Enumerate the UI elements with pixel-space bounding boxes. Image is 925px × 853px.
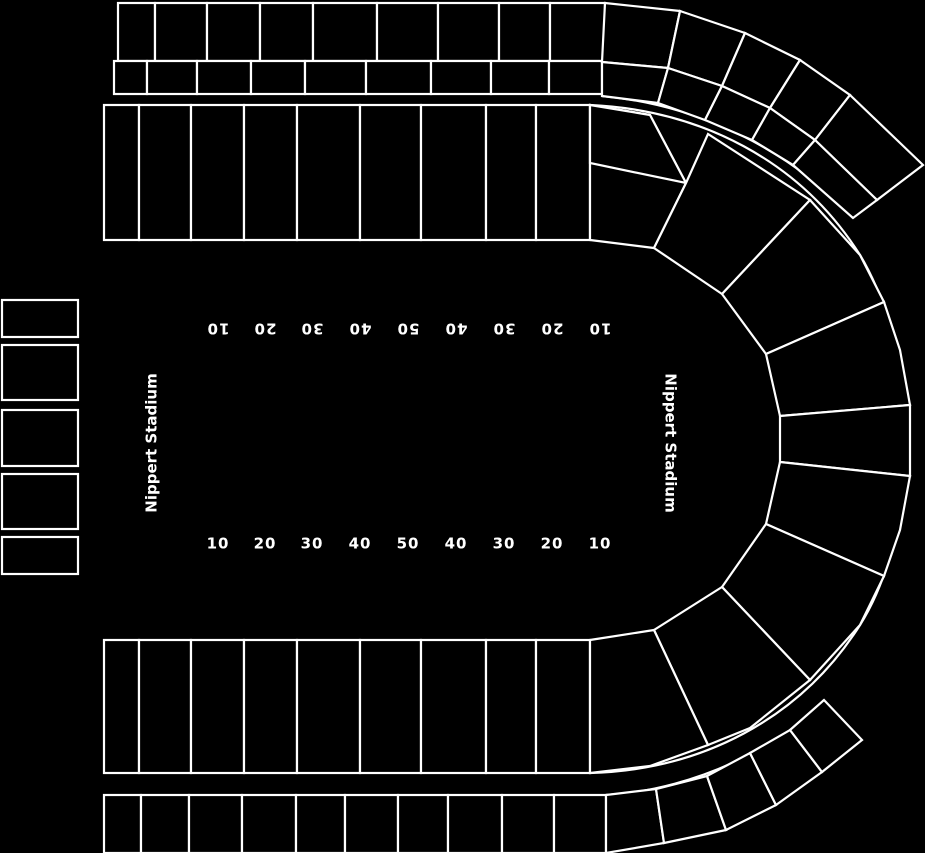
yard-marker-bottom: 40 [445, 535, 468, 553]
section-southeast-outer[interactable] [604, 787, 666, 853]
section-north-lower[interactable] [249, 59, 307, 96]
section-north-main[interactable] [137, 103, 193, 242]
yard-marker-bottom: 20 [541, 535, 564, 553]
north-sections [102, 1, 607, 242]
section-east-bowl[interactable] [764, 460, 912, 578]
section-north-lower[interactable] [489, 59, 551, 96]
section-north-main[interactable] [102, 103, 141, 242]
section-west-box[interactable] [0, 472, 80, 531]
section-north-lower[interactable] [145, 59, 199, 96]
west-sections [0, 298, 80, 576]
stadium-name-label-right: Nippert Stadium [662, 373, 680, 512]
section-south-lower[interactable] [343, 793, 400, 853]
section-west-box[interactable] [0, 343, 80, 402]
section-south-lower[interactable] [500, 793, 556, 853]
section-west-box[interactable] [0, 535, 80, 576]
section-south-main[interactable] [189, 638, 246, 775]
section-east-bowl[interactable] [720, 198, 886, 356]
section-south-lower[interactable] [294, 793, 347, 853]
section-east-bowl[interactable] [764, 300, 912, 418]
section-north-upper[interactable] [497, 1, 552, 63]
yard-marker-bottom: 40 [349, 535, 372, 553]
south-sections [102, 638, 608, 853]
section-north-main[interactable] [358, 103, 423, 242]
section-north-main[interactable] [534, 103, 592, 242]
section-north-lower[interactable] [195, 59, 253, 96]
section-southeast-outer[interactable] [788, 698, 864, 774]
section-south-main[interactable] [137, 638, 193, 775]
yard-marker-top: 20 [254, 320, 277, 338]
yard-marker-bottom: 20 [254, 535, 277, 553]
section-west-box[interactable] [0, 298, 80, 339]
section-northeast-lower[interactable] [600, 60, 670, 105]
section-south-main[interactable] [534, 638, 592, 775]
section-north-upper[interactable] [258, 1, 315, 63]
section-north-main[interactable] [484, 103, 538, 242]
section-north-upper[interactable] [116, 1, 157, 63]
section-south-main[interactable] [484, 638, 538, 775]
yard-marker-bottom: 50 [397, 535, 420, 553]
yard-marker-top: 50 [397, 320, 420, 338]
section-north-lower[interactable] [547, 59, 604, 96]
yard-marker-top: 40 [349, 320, 372, 338]
section-north-main[interactable] [242, 103, 299, 242]
section-south-lower[interactable] [187, 793, 244, 853]
yard-marker-top: 30 [493, 320, 516, 338]
top-yard-markers: 10 20 30 40 50 40 30 20 10 [207, 320, 612, 338]
section-north-upper[interactable] [375, 1, 440, 63]
yard-marker-bottom: 30 [301, 535, 324, 553]
yard-marker-bottom: 10 [589, 535, 612, 553]
section-northeast-upper[interactable] [600, 1, 682, 70]
section-south-lower[interactable] [139, 793, 191, 853]
yard-marker-top: 40 [445, 320, 468, 338]
yard-marker-top: 20 [541, 320, 564, 338]
bottom-yard-markers: 10 20 30 40 50 40 30 20 10 [207, 535, 612, 553]
section-south-lower[interactable] [240, 793, 298, 853]
section-west-box[interactable] [0, 408, 80, 468]
section-north-main[interactable] [189, 103, 246, 242]
section-south-main[interactable] [419, 638, 488, 775]
section-north-upper[interactable] [153, 1, 209, 63]
section-north-upper[interactable] [205, 1, 262, 63]
section-south-lower[interactable] [396, 793, 450, 853]
section-north-upper[interactable] [436, 1, 501, 63]
section-north-lower[interactable] [112, 59, 149, 96]
section-south-main[interactable] [295, 638, 362, 775]
yard-marker-top: 10 [589, 320, 612, 338]
section-south-main[interactable] [102, 638, 141, 775]
section-east-bowl[interactable] [720, 522, 886, 682]
section-north-lower[interactable] [303, 59, 368, 96]
section-northeast-lower[interactable] [791, 138, 879, 220]
section-north-upper[interactable] [548, 1, 607, 63]
section-south-main[interactable] [358, 638, 423, 775]
section-east-bowl[interactable] [588, 628, 710, 775]
yard-marker-bottom: 10 [207, 535, 230, 553]
section-south-main[interactable] [242, 638, 299, 775]
stadium-name-label-left: Nippert Stadium [143, 373, 161, 512]
east-bowl-sections [588, 1, 925, 853]
yard-marker-top: 30 [301, 320, 324, 338]
section-south-lower[interactable] [446, 793, 504, 853]
section-south-lower[interactable] [552, 793, 608, 853]
section-east-bowl[interactable] [652, 585, 812, 747]
field: 10 20 30 40 50 40 30 20 10 10 20 30 40 50 40 30 20 10 Ni… [143, 320, 680, 553]
section-north-upper[interactable] [311, 1, 379, 63]
section-north-lower[interactable] [364, 59, 433, 96]
section-north-main[interactable] [295, 103, 362, 242]
section-north-lower[interactable] [429, 59, 493, 96]
yard-marker-top: 10 [207, 320, 230, 338]
section-north-main[interactable] [419, 103, 488, 242]
section-south-lower[interactable] [102, 793, 143, 853]
yard-marker-bottom: 30 [493, 535, 516, 553]
